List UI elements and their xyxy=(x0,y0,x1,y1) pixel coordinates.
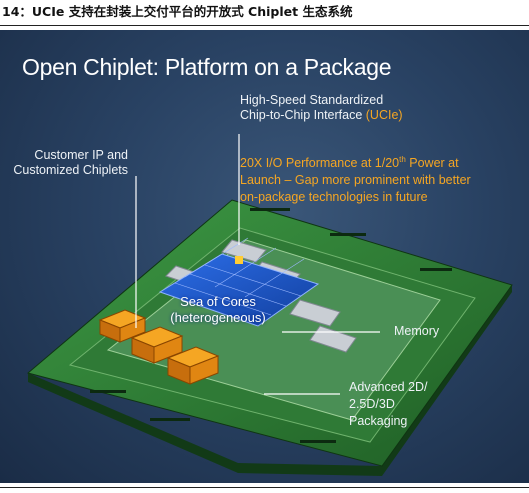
ucie-label: High-Speed Standardized Chip-to-Chip Int… xyxy=(240,93,403,122)
core-grid xyxy=(174,237,305,316)
contact-pads xyxy=(90,208,452,443)
customer-chiplets xyxy=(98,309,220,385)
package-illustration xyxy=(26,134,513,476)
substrate-edge xyxy=(28,285,512,476)
slide-title: Open Chiplet: Platform on a Package xyxy=(22,54,392,80)
figure-caption: 14：UCIe 支持在封装上交付平台的开放式 Chiplet 生态系统 xyxy=(2,4,353,19)
memory-label: Memory xyxy=(394,324,440,338)
ucie-marker xyxy=(235,256,243,264)
caption-rule xyxy=(0,25,529,26)
performance-note: 20X I/O Performance at 1/20th Power at L… xyxy=(240,155,471,205)
bottom-rule xyxy=(0,487,529,488)
packaging-label: Advanced 2D/ 2.5D/3D Packaging xyxy=(349,380,428,428)
sea-of-cores-label: Sea of Cores (heterogeneous) xyxy=(170,294,266,325)
customer-chiplets-label: Customer IP and Customized Chiplets xyxy=(13,148,128,177)
slide-image: Open Chiplet: Platform on a Package High… xyxy=(0,30,529,483)
pointer-lines xyxy=(135,134,380,395)
